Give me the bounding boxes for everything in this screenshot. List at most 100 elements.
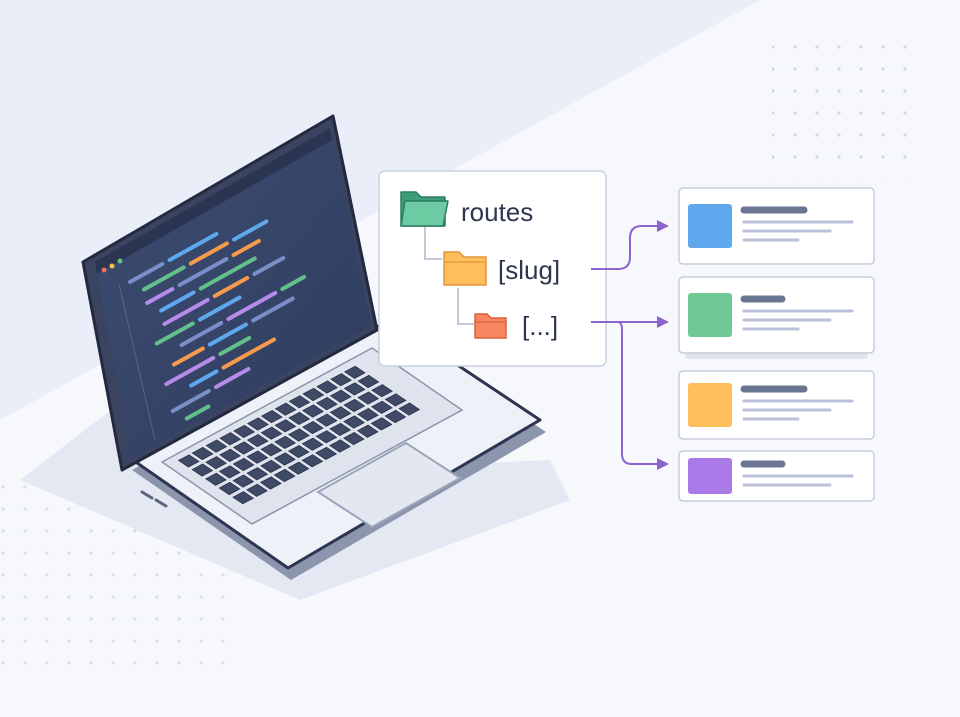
code-line — [179, 321, 224, 347]
keyboard — [177, 365, 421, 505]
code-line — [232, 219, 269, 242]
keyboard-key — [260, 443, 283, 457]
code-line — [167, 232, 219, 262]
code-line — [208, 322, 248, 347]
keyboard-key — [259, 476, 282, 490]
keyboard-key — [233, 424, 256, 438]
keyboard-key — [343, 398, 366, 413]
card-thumbnail — [688, 204, 732, 248]
code-line — [189, 369, 219, 388]
card-thumbnail — [688, 458, 732, 494]
keyboard-key — [260, 426, 283, 440]
code-line — [170, 389, 211, 413]
keyboard-key — [274, 419, 297, 433]
side-ports — [140, 490, 168, 508]
connector-catchall-to-page-purple — [617, 321, 669, 470]
window-minimize-dot — [109, 263, 115, 269]
code-line — [188, 241, 229, 266]
code-line — [145, 287, 175, 305]
keyboard-key — [205, 456, 228, 470]
editor-gutter-line — [118, 283, 156, 441]
keyboard-key — [343, 382, 366, 396]
code-line — [159, 290, 196, 313]
keyboard-key — [219, 448, 241, 462]
page-orange-card — [678, 370, 875, 440]
keyboard-key — [315, 413, 338, 427]
keyboard-key — [330, 373, 352, 387]
keyboard-key — [329, 406, 352, 420]
code-line — [212, 276, 250, 298]
code-editor — [128, 219, 306, 421]
code-line — [214, 367, 251, 389]
keyboard-key — [288, 411, 311, 425]
code-line — [164, 356, 216, 386]
keyboard-key — [301, 421, 324, 435]
keyboard-key — [370, 417, 393, 431]
screen-titlebar — [95, 128, 332, 274]
folder-open-icon — [400, 191, 449, 227]
keyboard-key — [357, 374, 380, 389]
keyboard-key — [343, 365, 366, 379]
keyboard-key — [316, 380, 339, 394]
keyboard-key — [218, 465, 241, 479]
code-line — [172, 346, 205, 367]
dot-grid-top-right — [772, 28, 912, 178]
keyboard-key — [302, 404, 324, 418]
keyboard-key — [246, 483, 268, 497]
code-line — [231, 239, 261, 257]
keyboard-key — [315, 430, 338, 444]
keyboard-key — [205, 472, 227, 486]
keyboard-key — [301, 454, 324, 468]
keyboard-key — [232, 491, 255, 505]
tree-line-routes-slug — [424, 226, 442, 260]
page-green-card — [678, 276, 875, 359]
keyboard-key — [329, 422, 352, 436]
trackpad — [316, 441, 462, 529]
keyboard-key — [287, 461, 310, 475]
keyboard-key — [288, 428, 310, 442]
keyboard-key — [260, 459, 282, 473]
window-maximize-dot — [117, 258, 123, 264]
keyboard-key — [316, 397, 338, 411]
keyboard-key — [273, 468, 296, 483]
keyboard-key — [329, 439, 351, 453]
keyboard-key — [260, 410, 283, 424]
folder-label-catch-all: [...] — [522, 311, 559, 341]
folder-icon — [474, 313, 507, 339]
page-cards — [678, 187, 875, 502]
keyboard-key — [384, 393, 407, 407]
keyboard-key — [343, 415, 366, 429]
keyboard-key — [232, 441, 255, 455]
keyboard-key — [356, 424, 379, 438]
code-line — [218, 336, 252, 356]
code-line — [154, 321, 195, 346]
code-line — [177, 257, 229, 287]
keyboard-key — [274, 452, 296, 466]
tree-line-slug-catchall — [457, 288, 474, 325]
keyboard-key — [218, 481, 241, 496]
code-line — [162, 298, 210, 326]
keyboard-key — [371, 384, 393, 398]
folder-icon — [443, 251, 487, 286]
keyboard-key — [246, 434, 269, 448]
keyboard-key — [302, 387, 325, 402]
card-thumbnail — [688, 383, 732, 427]
keyboard-key — [205, 439, 228, 453]
keyboard-key — [177, 454, 200, 468]
keyboard-key — [342, 432, 365, 446]
keyboard-key — [329, 389, 352, 403]
keyboard-key — [232, 474, 255, 488]
connector-slug-to-page-blue — [591, 220, 669, 270]
keyboard-key — [398, 402, 421, 416]
keyboard-key — [287, 445, 310, 459]
keyboard-key — [246, 450, 269, 464]
keyboard-key — [301, 437, 324, 451]
keyboard-key — [247, 417, 269, 431]
route-connectors — [591, 220, 669, 470]
code-line — [198, 295, 242, 322]
code-line — [252, 256, 286, 276]
keyboard-key — [219, 432, 242, 446]
code-line — [226, 291, 278, 321]
